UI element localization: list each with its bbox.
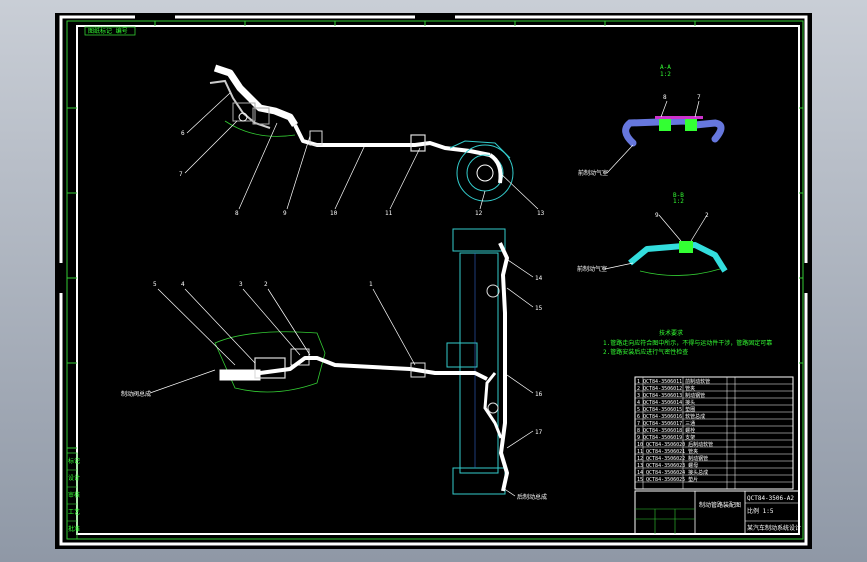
annotation-rear-valve: 制动阀总成 — [121, 390, 151, 398]
note-2: 2.管路安装后应进行气密性检查 — [603, 348, 688, 356]
bom-row-7: 8 QCT84-3506018 螺栓 — [637, 427, 695, 434]
bom-row-5: 6 QCT84-3506016 软管总成 — [637, 413, 705, 420]
section-b-callout-2: 2 — [705, 212, 709, 219]
title-block-name: 制动管路装配图 — [699, 501, 741, 509]
section-b-detail — [628, 241, 728, 276]
title-block-drawing-no: QCT84-3506-A2 — [747, 495, 794, 502]
cad-drawing-viewport: 图纸标记 编号 标记 设计 审核 工艺 批准 — [55, 13, 812, 549]
bom-row-1: 2 QCT84-3506012 管夹 — [637, 385, 695, 392]
callout-16: 16 — [535, 391, 543, 398]
leader-lines-rear — [502, 257, 534, 497]
rear-clip — [410, 362, 426, 378]
title-tag: 图纸标记 编号 — [88, 27, 128, 35]
zone-ticks — [67, 21, 803, 449]
bom-row-0: 1 QCT84-3506011 前制动软管 — [637, 378, 710, 385]
section-b-callout-9: 9 — [655, 212, 659, 219]
callout-2: 2 — [264, 281, 268, 288]
rear-axle-frame — [446, 228, 506, 495]
side-label-2: 审核 — [68, 491, 80, 499]
left-side-column: 标记 设计 审核 工艺 批准 — [66, 452, 80, 540]
bom-row-8: 9 QCT84-3506019 支架 — [637, 434, 695, 441]
front-brake-line — [293, 124, 491, 157]
title-tag-box — [84, 26, 136, 36]
front-connector — [309, 130, 323, 146]
callout-7: 7 — [179, 171, 183, 178]
side-label-4: 批准 — [68, 525, 80, 533]
rear-vertical-line — [498, 242, 509, 492]
leader-lines-upper — [184, 92, 539, 210]
title-block: 制动管路装配图 QCT84-3506-A2 比例 1:5 某汽车制动系统设计 — [634, 490, 801, 535]
bom-row-9: 10 QCT84-3506020 后制动软管 — [637, 441, 713, 448]
callout-13: 13 — [537, 210, 545, 217]
rear-branch-line — [483, 372, 503, 439]
notes-title: 技术要求 — [659, 329, 683, 337]
leader-lines-lower — [149, 288, 416, 394]
side-label-1: 设计 — [68, 474, 80, 482]
section-a-detail — [622, 116, 725, 147]
side-label-0: 标记 — [68, 457, 80, 465]
bom-row-3: 4 QCT84-3506014 接头 — [637, 399, 695, 406]
zone-frame — [66, 20, 804, 540]
callout-14: 14 — [535, 275, 543, 282]
bom-table: 1 QCT84-3506011 前制动软管 2 QCT84-3506012 管夹… — [634, 376, 794, 490]
section-a-title: A-A — [660, 64, 671, 71]
callout-1: 1 — [369, 281, 373, 288]
callout-3: 3 — [239, 281, 243, 288]
bom-row-2: 3 QCT84-3506013 制动钢管 — [637, 392, 705, 399]
callout-6: 6 — [181, 130, 185, 137]
bom-row-12: 13 QCT84-3506023 螺母 — [637, 462, 698, 469]
section-b-title: B-B — [673, 192, 684, 199]
bom-row-13: 14 QCT84-3506024 接头总成 — [637, 469, 708, 476]
callout-11: 11 — [385, 210, 393, 217]
annotation-front-chamber-b: 前制动气室 — [577, 265, 607, 273]
section-b-leader — [604, 262, 634, 270]
front-clip — [410, 134, 426, 152]
bom-row-14: 15 QCT84-3506025 垫片 — [637, 476, 698, 483]
section-a-callout-7: 7 — [697, 94, 701, 101]
callout-9: 9 — [283, 210, 287, 217]
drawing-sheet: 图纸标记 编号 标记 设计 审核 工艺 批准 — [59, 15, 808, 546]
section-a-leader — [606, 144, 634, 174]
alignment-marks — [59, 15, 808, 293]
section-a-callout-8: 8 — [663, 94, 667, 101]
title-block-company: 某汽车制动系统设计 — [747, 524, 801, 532]
section-b-scale: 1:2 — [673, 198, 684, 205]
front-valve-assembly — [209, 64, 298, 137]
inner-frame — [76, 25, 800, 535]
annotation-front-chamber: 前制动气室 — [578, 169, 608, 177]
bom-row-4: 5 QCT84-3506015 垫圈 — [637, 406, 695, 413]
callout-12: 12 — [475, 210, 483, 217]
bom-row-10: 11 QCT84-3506021 管夹 — [637, 448, 698, 455]
callout-8: 8 — [235, 210, 239, 217]
title-block-scale: 比例 1:5 — [747, 507, 774, 515]
bom-row-11: 12 QCT84-3506022 制动钢管 — [637, 455, 708, 462]
note-1: 1.管路走向应符合图中所示，不得与运动件干涉，管路固定可靠 — [603, 339, 772, 347]
annotation-rear-assembly: 后制动总成 — [517, 493, 547, 501]
rear-brake-line — [259, 356, 488, 381]
side-label-3: 工艺 — [68, 508, 80, 516]
section-a-scale: 1:2 — [660, 71, 671, 78]
callout-4: 4 — [181, 281, 185, 288]
callout-10: 10 — [330, 210, 338, 217]
callout-5: 5 — [153, 281, 157, 288]
front-hub-assembly — [449, 140, 514, 202]
bom-row-6: 7 QCT84-3506017 三通 — [637, 420, 695, 427]
callout-15: 15 — [535, 305, 543, 312]
callout-17: 17 — [535, 429, 543, 436]
